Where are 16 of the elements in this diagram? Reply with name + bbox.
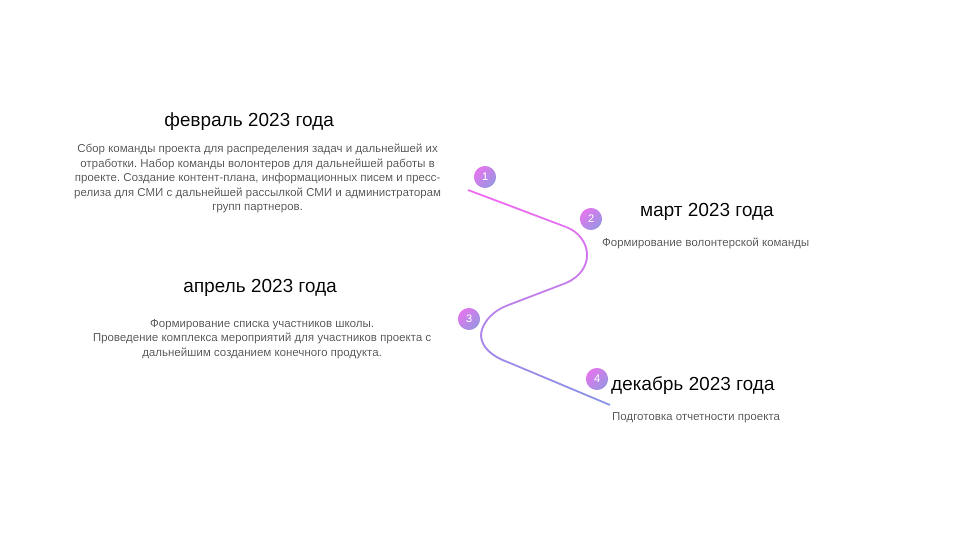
- timeline-line: [468, 189, 566, 228]
- date-heading: февраль 2023 года: [163, 109, 335, 133]
- description-text: Формирование волонтерской команды: [602, 236, 810, 250]
- step-number-circle: 1: [474, 166, 496, 188]
- description-text: Сбор команды проекта для распределения задач и дальнейшей их отработки. Набор команды волонтеров для дальнейшей работы в проекте. Создание контент-плана, информационных писем и пресс-релиза для СМИ с дальнейшей рассылкой СМИ и администраторам групп партнеров.: [73, 142, 442, 214]
- timeline-line: [480, 336, 610, 406]
- description-text: Формирование списка участников школы.: [149, 317, 375, 332]
- date-heading: март 2023 года: [640, 199, 775, 223]
- step-number-circle: 4: [586, 368, 608, 390]
- step-number-circle: 3: [458, 308, 480, 330]
- date-heading: декабрь 2023 года: [611, 373, 776, 397]
- description-text: Проведение комплекса мероприятий для участников проекта с дальнейшим созданием конечного продукта.: [92, 331, 432, 360]
- step-number-circle: 2: [580, 208, 602, 230]
- description-text: Подготовка отчетности проекта: [612, 410, 781, 424]
- timeline-line: [480, 226, 588, 336]
- date-heading: апрель 2023 года: [182, 275, 338, 299]
